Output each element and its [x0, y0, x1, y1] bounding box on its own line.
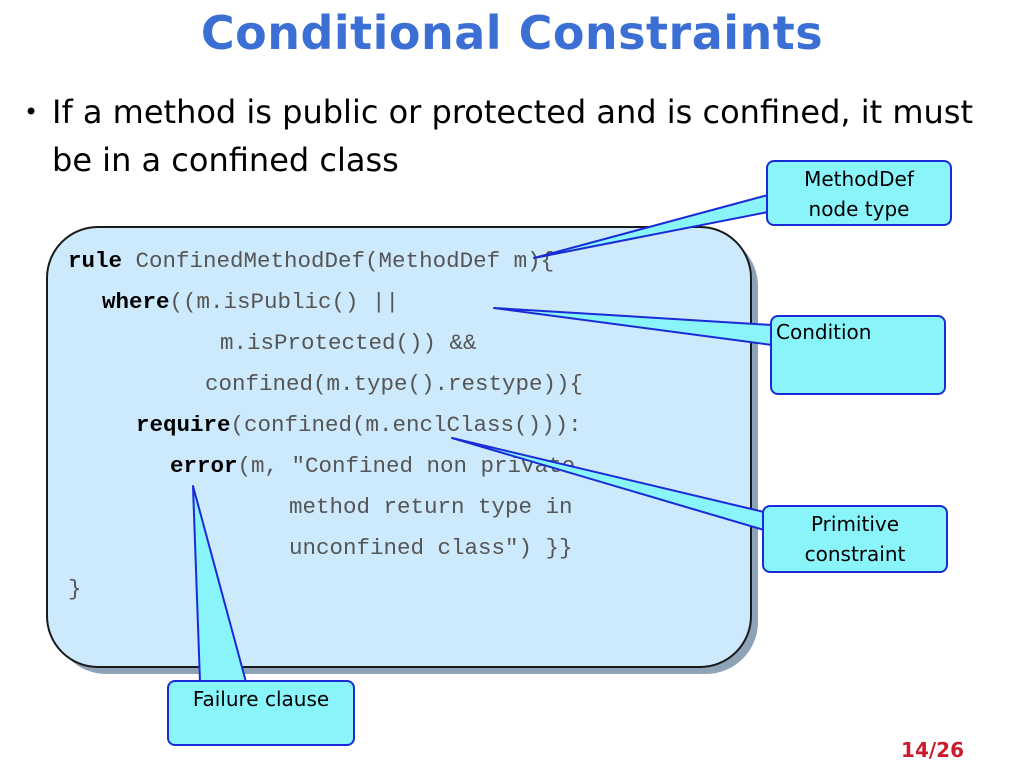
- page-number: 14/26: [901, 738, 964, 762]
- code-text: ((m.isPublic() ||: [169, 289, 400, 315]
- callout-failure-text: Failure clause: [192, 687, 330, 711]
- primitive-pointer: [451, 437, 765, 531]
- callout-failure: Failure clause: [167, 680, 355, 746]
- code-line-9: }: [68, 576, 82, 602]
- code-line-4: confined(m.type().restype)){: [205, 371, 584, 397]
- code-line-5: require(confined(m.enclClass())):: [136, 412, 582, 438]
- code-text: (confined(m.enclClass())):: [230, 412, 582, 438]
- callout-methoddef: MethodDef node type: [766, 160, 952, 226]
- bullet-text: If a method is public or protected and i…: [52, 93, 974, 179]
- keyword-rule: rule: [68, 248, 123, 274]
- code-text: ConfinedMethodDef(MethodDef m){: [122, 248, 555, 274]
- keyword-error: error: [170, 453, 238, 479]
- callout-primitive-line1: Primitive: [810, 512, 900, 536]
- code-line-8: unconfined class") }}: [289, 535, 573, 561]
- code-line-7: method return type in: [289, 494, 573, 520]
- callout-methoddef-line2: node type: [808, 197, 910, 221]
- keyword-require: require: [136, 412, 231, 438]
- keyword-where: where: [102, 289, 170, 315]
- callout-condition-text: Condition: [776, 320, 872, 344]
- code-box: [46, 226, 752, 668]
- callout-methoddef-line1: MethodDef: [804, 167, 914, 191]
- callout-primitive: Primitive constraint: [762, 505, 948, 573]
- failure-pointer: [192, 485, 247, 683]
- methoddef-pointer: [533, 194, 769, 259]
- code-listing: rule ConfinedMethodDef(MethodDef m){ whe…: [68, 248, 583, 602]
- slide-title: Conditional Constraints: [200, 6, 824, 60]
- callout-primitive-line2: constraint: [804, 542, 906, 566]
- condition-pointer: [493, 307, 773, 346]
- code-line-3: m.isProtected()) &&: [220, 330, 477, 356]
- code-line-2: where((m.isPublic() ||: [102, 289, 399, 315]
- bullet-dot-icon: •: [24, 98, 39, 126]
- callout-condition: Condition: [770, 315, 946, 395]
- bullet-point: • If a method is public or protected and…: [24, 88, 1014, 184]
- code-line-1: rule ConfinedMethodDef(MethodDef m){: [68, 248, 554, 274]
